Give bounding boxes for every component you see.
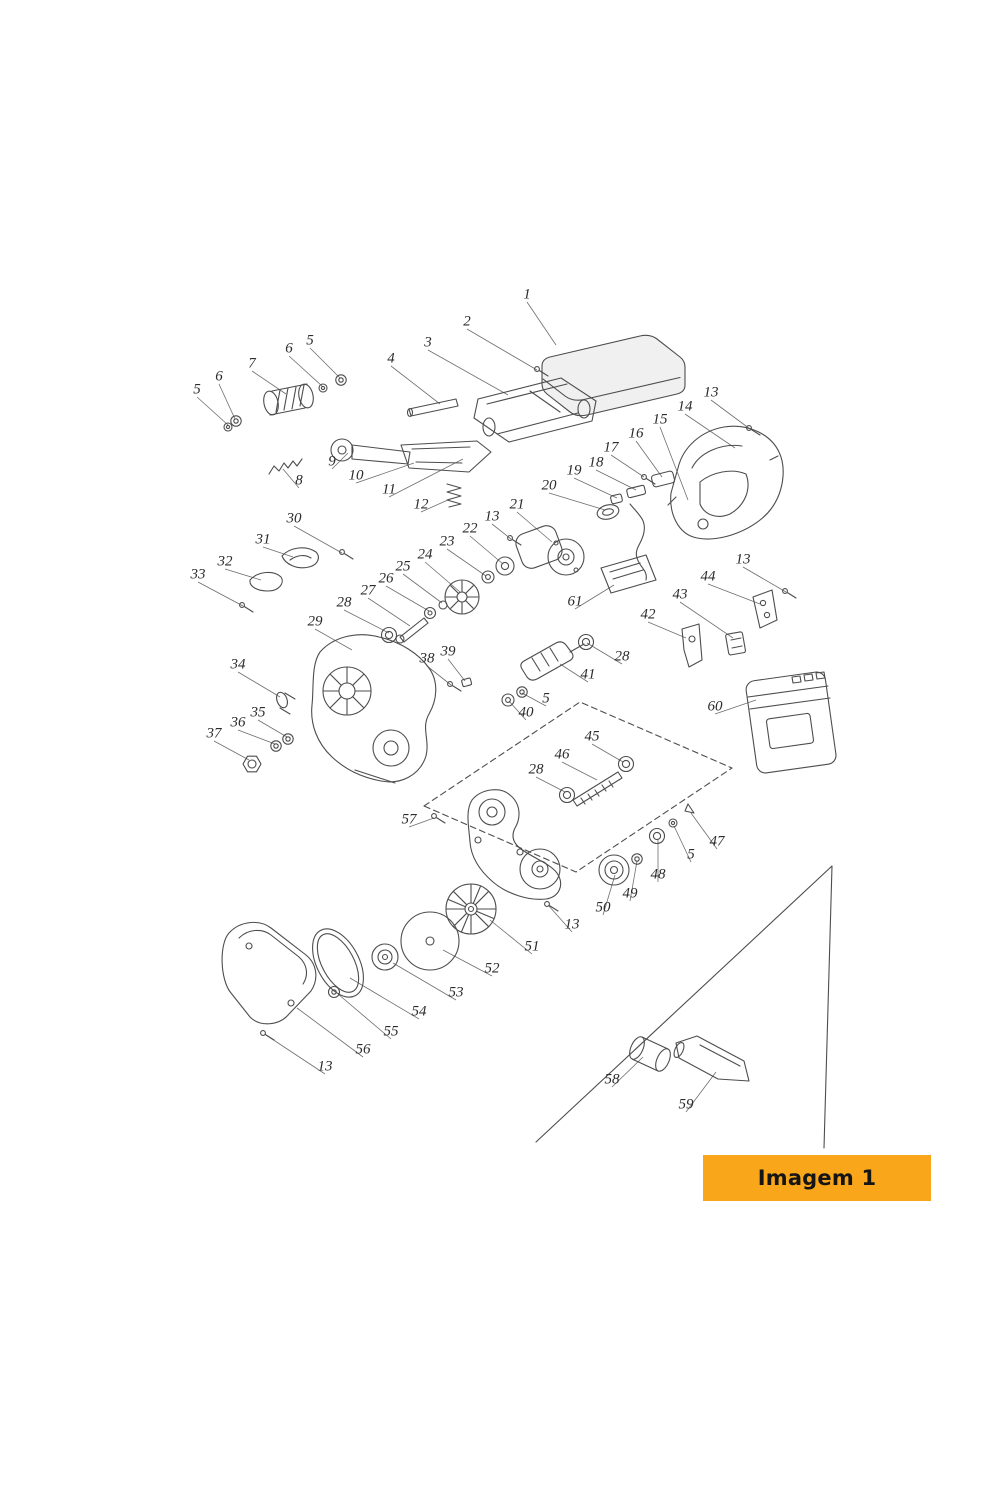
part-drive-roller — [263, 383, 314, 416]
part-fasteners-center — [447, 677, 528, 707]
part-dust-nozzle — [673, 1035, 750, 1082]
part-armature — [520, 633, 595, 681]
part-spring-12 — [446, 483, 462, 508]
part-pulley-cluster — [598, 803, 695, 886]
part-fan-51 — [445, 883, 497, 935]
part-tension-arm — [330, 438, 411, 465]
part-screws-misc — [260, 366, 761, 1041]
inset-boundary — [535, 865, 833, 1149]
part-small-gears — [395, 600, 448, 644]
part-gear-housing — [467, 789, 562, 900]
part-worm-shaft — [558, 755, 635, 807]
imagem-banner-label: Imagem 1 — [757, 1166, 877, 1190]
part-tension-spring — [268, 458, 303, 475]
part-battery — [745, 671, 837, 774]
part-front-roller-axle — [406, 398, 459, 418]
part-roller-shaft-group — [242, 691, 296, 773]
part-belt-cover — [221, 921, 317, 1025]
part-housing-right — [667, 425, 784, 540]
part-clamp-group — [239, 547, 354, 613]
leader-lines — [196, 301, 787, 1113]
part-motor — [515, 525, 585, 576]
part-fan-24 — [444, 579, 480, 615]
part-base-frame — [473, 377, 597, 443]
assembly-inset-box — [423, 701, 733, 873]
part-label-plate — [600, 554, 657, 594]
part-switch-group — [596, 470, 676, 581]
part-dust-tube — [629, 1036, 671, 1072]
part-pulley-53 — [371, 943, 399, 971]
imagem-banner: Imagem 1 — [703, 1155, 931, 1201]
part-washer-22 — [495, 556, 515, 576]
part-brackets-right — [681, 588, 797, 668]
part-sanding-disc — [400, 911, 460, 971]
part-nut-55 — [327, 985, 341, 999]
part-washer-23 — [481, 570, 495, 584]
part-drive-belt — [312, 928, 364, 998]
part-sanding-belt — [541, 334, 686, 417]
part-housing-left — [311, 634, 437, 784]
part-slide-plates — [400, 440, 492, 473]
